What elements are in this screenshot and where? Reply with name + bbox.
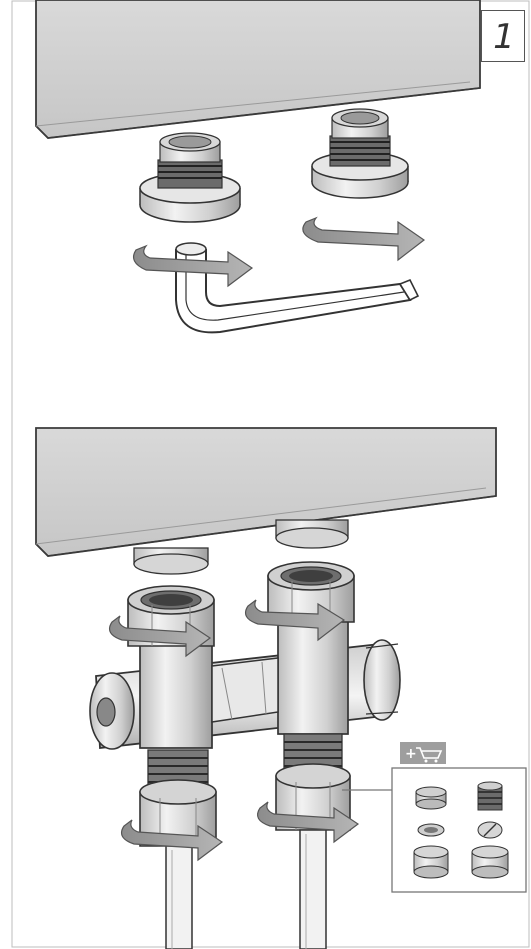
rotate-clockwise-arrow-icon-mid-right <box>245 599 346 642</box>
split-ring-part-right <box>477 821 503 839</box>
adapter-part-left <box>415 786 447 810</box>
thread-adapter-left <box>139 132 241 223</box>
pipe-right <box>299 829 327 949</box>
compression-nut-part-right <box>471 845 509 879</box>
hex-key-icon <box>175 242 420 334</box>
rotate-clockwise-arrow-icon-mid-left <box>109 615 212 658</box>
installed-adapter-right <box>275 519 349 549</box>
threaded-adapter-part-right <box>477 781 503 811</box>
valve-body <box>89 605 401 750</box>
rotate-clockwise-arrow-icon-right <box>302 216 426 262</box>
shopping-cart-with-plus-icon: + <box>400 742 446 764</box>
svg-text:+: + <box>405 746 417 762</box>
pipe-left <box>165 845 193 949</box>
accessory-inset: + <box>342 742 527 893</box>
rotate-clockwise-arrow-icon <box>133 244 254 288</box>
step-number-box: 1 <box>481 10 525 62</box>
rotate-clockwise-arrow-icon-bottom-right <box>257 801 360 844</box>
olive-ring-left <box>417 823 445 837</box>
union-nut-upper-right <box>267 561 355 623</box>
radiator-panel-bottom <box>35 427 497 557</box>
compression-nut-lower-left <box>139 779 217 847</box>
rotate-clockwise-arrow-icon-bottom-left <box>121 819 224 862</box>
radiator-panel-top <box>35 0 481 139</box>
installed-adapter-left <box>133 547 209 575</box>
thread-adapter-right <box>311 108 409 199</box>
compression-nut-part-left <box>413 845 449 879</box>
step-number: 1 <box>493 17 515 57</box>
